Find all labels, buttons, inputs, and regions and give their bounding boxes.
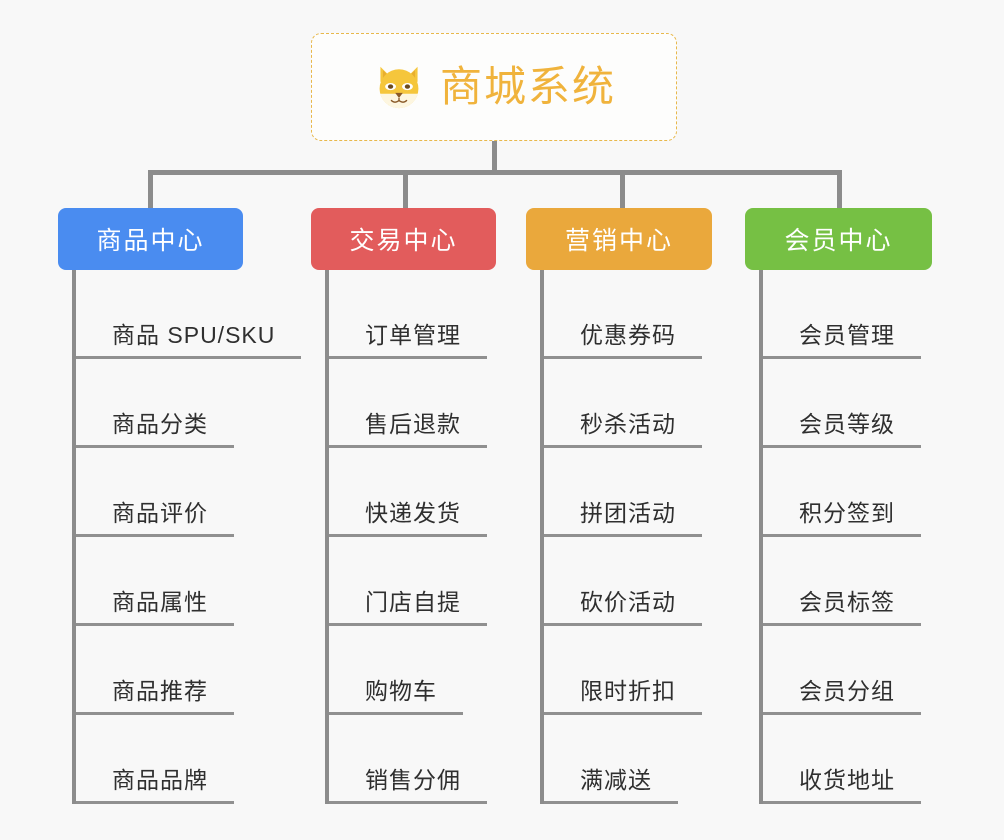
list-item[interactable]: 商品属性: [72, 537, 288, 626]
leaf-label: 商品 SPU/SKU: [76, 321, 302, 359]
list-item[interactable]: 快递发货: [325, 448, 511, 537]
leaf-label: 限时折扣: [544, 677, 702, 715]
connector-horizontal-bus: [148, 170, 842, 175]
leaf-list: 会员管理 会员等级 积分签到 会员标签 会员分组 收货地址: [759, 270, 945, 804]
category-header-trade[interactable]: 交易中心: [311, 208, 496, 270]
leaf-label: 会员管理: [763, 321, 921, 359]
category-header-member[interactable]: 会员中心: [745, 208, 932, 270]
shiba-dog-face-icon: [379, 66, 419, 109]
connector-root-stem: [492, 141, 497, 172]
connector-spine: [72, 270, 76, 804]
leaf-label: 满减送: [544, 766, 678, 804]
leaf-label: 门店自提: [329, 588, 487, 626]
connector-branch-1: [148, 170, 153, 210]
list-item[interactable]: 购物车: [325, 626, 511, 715]
list-item[interactable]: 收货地址: [759, 715, 945, 804]
list-item[interactable]: 会员管理: [759, 270, 945, 359]
list-item[interactable]: 砍价活动: [540, 537, 726, 626]
list-item[interactable]: 商品品牌: [72, 715, 288, 804]
connector-spine: [540, 270, 544, 804]
leaf-group-marketing: 优惠券码 秒杀活动 拼团活动 砍价活动 限时折扣 满减送: [540, 270, 726, 804]
category-column-product: 商品中心 商品 SPU/SKU 商品分类 商品评价 商品属性 商品推荐 商品品牌: [58, 208, 302, 804]
leaf-label: 会员等级: [763, 410, 921, 448]
list-item[interactable]: 会员等级: [759, 359, 945, 448]
category-label: 商品中心: [96, 227, 205, 255]
list-item[interactable]: 秒杀活动: [540, 359, 726, 448]
category-column-trade: 交易中心 订单管理 售后退款 快递发货 门店自提 购物车 销售分佣: [311, 208, 511, 804]
leaf-label: 秒杀活动: [544, 410, 702, 448]
leaf-label: 商品属性: [76, 588, 234, 626]
connector-branch-3: [620, 170, 625, 210]
leaf-label: 购物车: [329, 677, 463, 715]
category-column-member: 会员中心 会员管理 会员等级 积分签到 会员标签 会员分组 收货地址: [745, 208, 945, 804]
category-header-marketing[interactable]: 营销中心: [526, 208, 712, 270]
leaf-group-trade: 订单管理 售后退款 快递发货 门店自提 购物车 销售分佣: [325, 270, 511, 804]
category-header-product[interactable]: 商品中心: [58, 208, 243, 270]
leaf-label: 拼团活动: [544, 499, 702, 537]
list-item[interactable]: 积分签到: [759, 448, 945, 537]
category-label: 交易中心: [349, 227, 458, 255]
leaf-list: 优惠券码 秒杀活动 拼团活动 砍价活动 限时折扣 满减送: [540, 270, 726, 804]
list-item[interactable]: 售后退款: [325, 359, 511, 448]
list-item[interactable]: 优惠券码: [540, 270, 726, 359]
connector-branch-2: [403, 170, 408, 210]
list-item[interactable]: 订单管理: [325, 270, 511, 359]
list-item[interactable]: 限时折扣: [540, 626, 726, 715]
leaf-label: 会员分组: [763, 677, 921, 715]
leaf-label: 砍价活动: [544, 588, 702, 626]
leaf-list: 订单管理 售后退款 快递发货 门店自提 购物车 销售分佣: [325, 270, 511, 804]
category-label: 营销中心: [564, 227, 673, 255]
list-item[interactable]: 商品推荐: [72, 626, 288, 715]
category-label: 会员中心: [784, 227, 893, 255]
leaf-label: 销售分佣: [329, 766, 487, 804]
list-item[interactable]: 会员标签: [759, 537, 945, 626]
root-title: 商城系统: [439, 63, 616, 110]
list-item[interactable]: 商品评价: [72, 448, 288, 537]
leaf-label: 商品推荐: [76, 677, 234, 715]
leaf-label: 商品品牌: [76, 766, 234, 804]
leaf-group-product: 商品 SPU/SKU 商品分类 商品评价 商品属性 商品推荐 商品品牌: [72, 270, 302, 804]
leaf-label: 商品评价: [76, 499, 234, 537]
connector-spine: [759, 270, 763, 804]
list-item[interactable]: 商品分类: [72, 359, 288, 448]
leaf-label: 快递发货: [329, 499, 487, 537]
leaf-label: 积分签到: [763, 499, 921, 537]
list-item[interactable]: 会员分组: [759, 626, 945, 715]
leaf-label: 优惠券码: [544, 321, 702, 359]
category-column-marketing: 营销中心 优惠券码 秒杀活动 拼团活动 砍价活动 限时折扣 满减送: [526, 208, 726, 804]
leaf-list: 商品 SPU/SKU 商品分类 商品评价 商品属性 商品推荐 商品品牌: [72, 270, 302, 804]
root-node[interactable]: 商城系统: [311, 33, 677, 141]
list-item[interactable]: 满减送: [540, 715, 726, 804]
list-item[interactable]: 销售分佣: [325, 715, 511, 804]
leaf-label: 订单管理: [329, 321, 487, 359]
leaf-label: 会员标签: [763, 588, 921, 626]
leaf-label: 售后退款: [329, 410, 487, 448]
leaf-label: 收货地址: [763, 766, 921, 804]
leaf-label: 商品分类: [76, 410, 234, 448]
connector-branch-4: [837, 170, 842, 210]
connector-spine: [325, 270, 329, 804]
list-item[interactable]: 门店自提: [325, 537, 511, 626]
list-item[interactable]: 商品 SPU/SKU: [72, 270, 302, 359]
list-item[interactable]: 拼团活动: [540, 448, 726, 537]
leaf-group-member: 会员管理 会员等级 积分签到 会员标签 会员分组 收货地址: [759, 270, 945, 804]
